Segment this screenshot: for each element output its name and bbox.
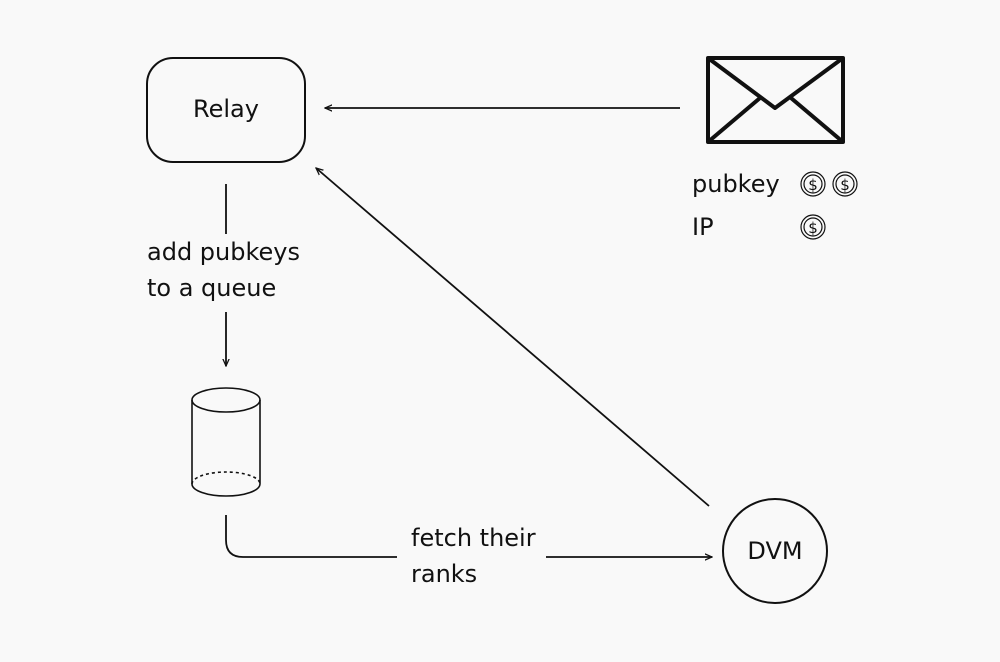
database-cylinder-icon bbox=[191, 387, 261, 497]
fetch-ranks-label-line1: fetch their bbox=[411, 524, 536, 552]
envelope-icon bbox=[706, 56, 845, 144]
dvm-label: DVM bbox=[747, 537, 803, 565]
pubkey-coin-icon-2: $ bbox=[832, 171, 858, 197]
arrow-dvm-to-relay bbox=[316, 168, 710, 507]
add-pubkeys-label-line1: add pubkeys bbox=[147, 238, 300, 266]
cost-label-pubkey: pubkey bbox=[692, 170, 780, 198]
pubkey-coin-icon-1: $ bbox=[800, 171, 826, 197]
arrow-queue-to-label bbox=[225, 515, 397, 558]
dvm-node[interactable] bbox=[722, 498, 828, 604]
relay-box[interactable] bbox=[146, 57, 306, 163]
fetch-ranks-label-line2: ranks bbox=[411, 560, 478, 588]
svg-text:$: $ bbox=[808, 176, 818, 194]
svg-text:$: $ bbox=[840, 176, 850, 194]
relay-label: Relay bbox=[193, 95, 259, 123]
ip-coin-icon: $ bbox=[800, 214, 826, 240]
svg-text:$: $ bbox=[808, 219, 818, 237]
add-pubkeys-label-line2: to a queue bbox=[147, 274, 277, 302]
cost-label-ip: IP bbox=[692, 213, 714, 241]
